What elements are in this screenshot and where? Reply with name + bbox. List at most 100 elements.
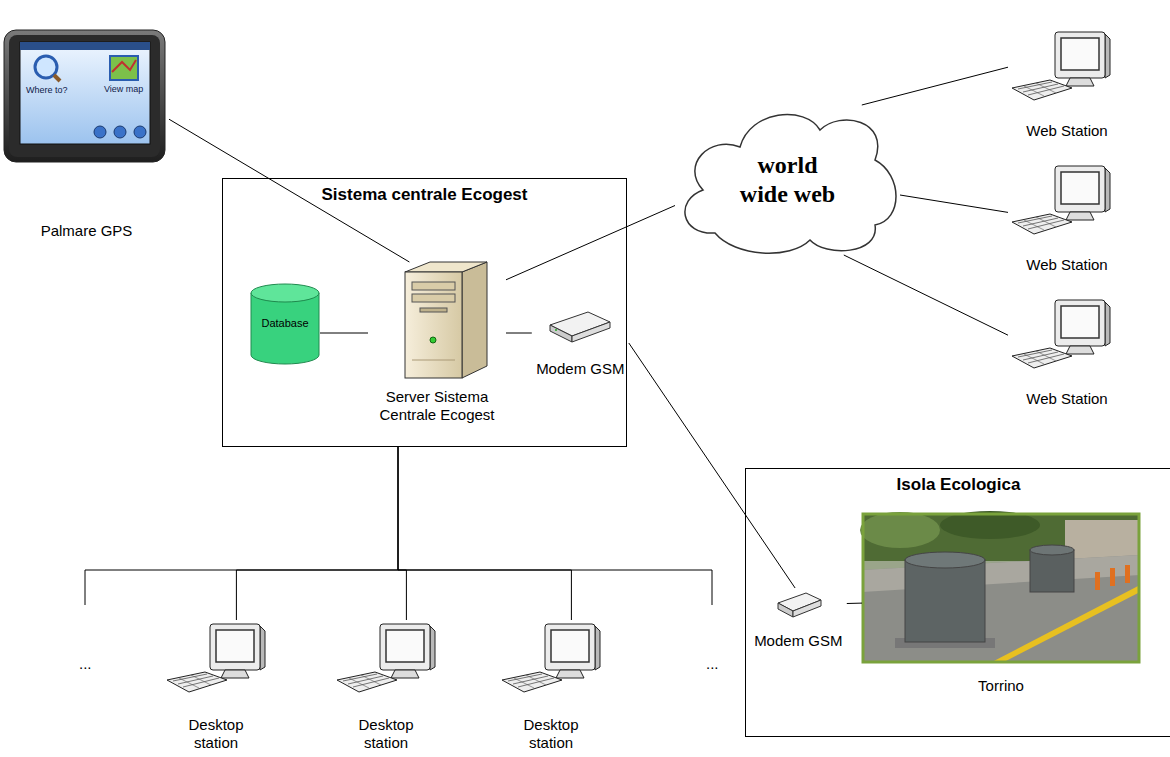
server-icon [405, 262, 487, 378]
modem-node: Modem GSM [750, 588, 847, 650]
gps-illustration [4, 30, 165, 162]
cylinder-top [251, 284, 319, 302]
server-vent [412, 360, 455, 361]
server-node: Server Sistema Centrale Ecogest [368, 262, 506, 424]
group-heading: Isola Ecologica [897, 475, 1021, 495]
gps-map-icon [110, 56, 138, 80]
photo-bollard [1110, 568, 1115, 586]
database-cylinder: Database [250, 283, 320, 365]
node-label: Web Station [1026, 390, 1107, 408]
site-boundary: Isola EcologicaModem GSM Torrino [745, 468, 1170, 737]
photo-bollard [1125, 565, 1130, 583]
gps-button [134, 126, 146, 138]
network-link [629, 343, 795, 588]
desktop-station: Desktop station [165, 620, 267, 752]
gps-magnifier-handle [54, 75, 60, 81]
node-label: Desktop station [349, 716, 424, 752]
node-label: Web Station [1026, 256, 1107, 274]
photo-bin [905, 560, 985, 642]
network-link [844, 255, 1008, 335]
gps-map-route [112, 60, 136, 72]
desktop-station-icon [337, 624, 435, 692]
network-link [506, 333, 532, 334]
continuation-mark: ... [706, 655, 719, 673]
torrino-photo [860, 511, 1140, 663]
gps-bezel [9, 35, 160, 157]
screen-text: View map [104, 84, 143, 95]
gps-device: Palmare GPS [4, 28, 169, 240]
web-station-icon [1012, 166, 1110, 234]
server-led [430, 337, 436, 343]
network-link [847, 603, 862, 604]
web-station: Web Station [1008, 296, 1126, 408]
modem-icon [778, 593, 821, 617]
screen-text: Where to? [26, 85, 68, 96]
network-bus [85, 570, 712, 605]
photo-tree [860, 512, 940, 548]
photo-building [1065, 520, 1140, 560]
node-label: Modem GSM [754, 632, 842, 650]
photo-road-line [990, 585, 1140, 663]
modem-side [793, 600, 821, 617]
torrino-node: Torrino [862, 513, 1140, 695]
photo-bin-top [905, 552, 985, 568]
node-label: world wide web [734, 151, 842, 209]
web-station: Web Station [1008, 28, 1126, 140]
desktop-station: Desktop station [500, 620, 602, 752]
server-side [462, 262, 487, 378]
node-label: Palmare GPS [41, 222, 133, 240]
modem-side [572, 322, 610, 342]
modem-front [778, 603, 793, 617]
desktop-station-icon [502, 624, 600, 692]
computer-icons [167, 32, 1110, 692]
continuation-mark: ... [79, 655, 92, 673]
node-label: Server Sistema Centrale Ecogest [372, 388, 502, 424]
desktop-station: Desktop station [335, 620, 437, 752]
photo-bollard [1095, 572, 1100, 590]
gps-button [114, 126, 126, 138]
network-link [398, 447, 571, 620]
node-label: Modem GSM [536, 360, 624, 378]
server-bay [412, 282, 455, 290]
network-link [236, 447, 398, 620]
desktop-station-icon [167, 624, 265, 692]
system-boundary: Sistema centrale EcogestDatabaseServer S… [222, 178, 627, 447]
modem-icon [550, 312, 610, 342]
node-label: Database [261, 317, 308, 330]
server-bay [412, 294, 455, 302]
web-station-icon [1012, 32, 1110, 100]
gps-screen [20, 42, 150, 144]
node-label: Torrino [978, 677, 1024, 695]
cylinder-body [251, 293, 319, 364]
cloud-outline [675, 105, 900, 255]
photo-bin [1030, 550, 1074, 592]
photo-sidewalk [862, 555, 1140, 592]
gps-body [4, 30, 165, 162]
network-link [900, 195, 1008, 212]
gps-status-bar [20, 42, 150, 50]
node-label: Desktop station [179, 716, 254, 752]
server-slot [420, 308, 447, 312]
node-label: Web Station [1026, 122, 1107, 140]
gps-magnifier [35, 56, 57, 78]
server-top [405, 262, 487, 272]
photo-bin-top [1030, 545, 1074, 555]
modem-front [550, 325, 572, 342]
network-link [506, 206, 675, 280]
server-front [405, 272, 462, 378]
web-station-icon [1012, 300, 1110, 368]
internet-cloud: world wide web [675, 105, 900, 255]
gps-button [94, 126, 106, 138]
photo-frame [863, 514, 1139, 662]
modem-led [555, 329, 557, 331]
node-label: Desktop station [514, 716, 589, 752]
network-link [398, 447, 406, 620]
photo-road [862, 555, 1140, 663]
cloud-shape [685, 115, 896, 254]
network-link [862, 67, 1008, 105]
group-heading: Sistema centrale Ecogest [322, 185, 528, 205]
